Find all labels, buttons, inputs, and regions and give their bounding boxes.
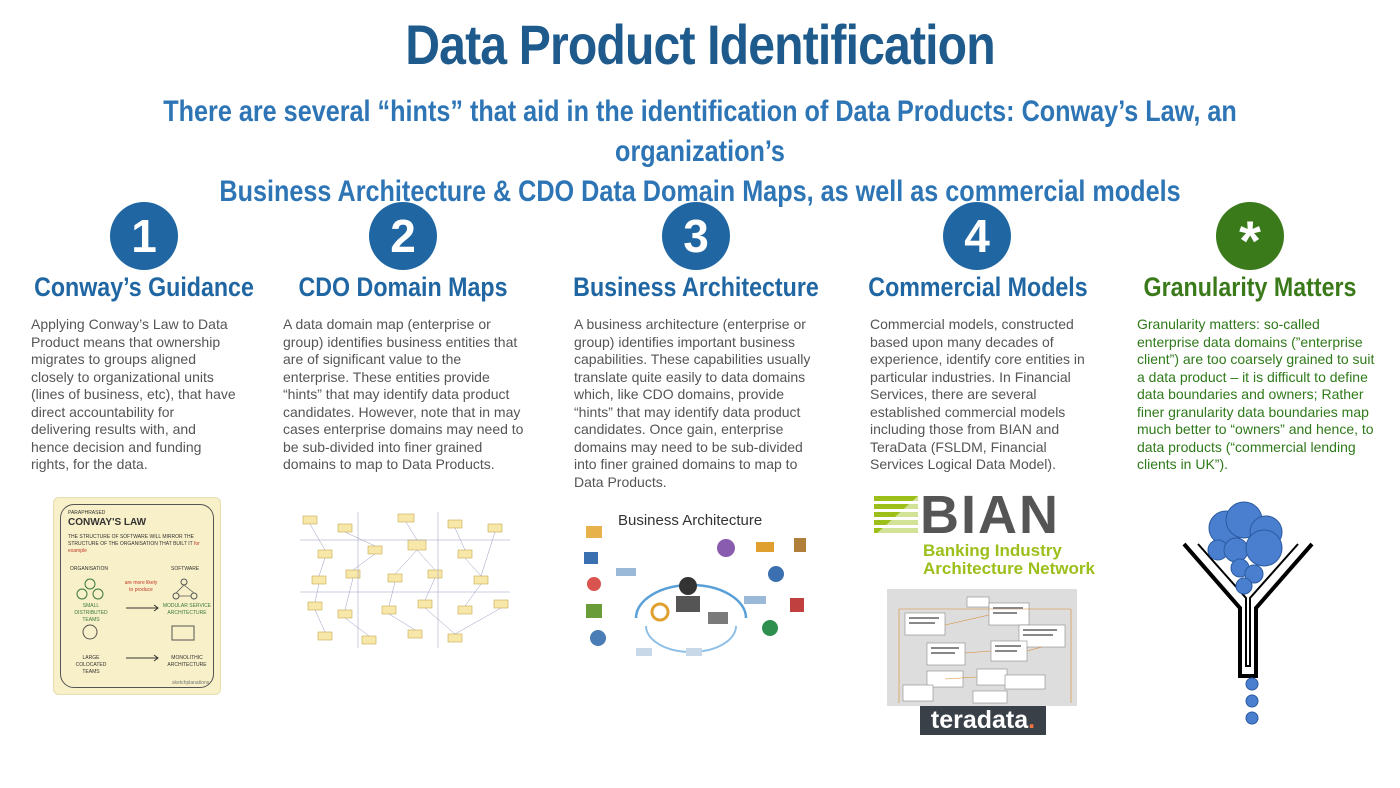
bian-mark-icon (874, 496, 918, 538)
sketch-monolithic: MONOLITHIC ARCHITECTURE (167, 655, 207, 668)
column-text-cdo: A data domain map (enterprise or group) … (283, 316, 524, 472)
column-title-bizarch: Business Architecture (573, 272, 819, 302)
column-title-granularity: Granularity Matters (1143, 272, 1357, 302)
subtitle-line-1: There are several “hints” that aid in th… (163, 95, 1237, 168)
asterisk-badge: * (1216, 202, 1284, 272)
column-text-conway: Applying Conway’s Law to Data Product me… (31, 316, 236, 472)
teradata-dot: . (1028, 706, 1036, 734)
business-architecture-image: Business Architecture (576, 508, 810, 664)
cdo-domain-map-image (300, 512, 510, 648)
bian-logo-text: BIAN (920, 485, 1060, 545)
sketch-description: THE STRUCTURE OF SOFTWARE WILL MIRROR TH… (68, 534, 210, 555)
column-text-granularity: Granularity matters: so-called enterpris… (1137, 316, 1375, 472)
granularity-funnel-image (1182, 501, 1314, 725)
bian-logo: BIAN Banking Industry Architecture Netwo… (870, 485, 1110, 580)
conway-law-sketch-image: PARAPHRASED CONWAY'S LAW THE STRUCTURE O… (53, 497, 221, 695)
sketch-modular: MODULAR SERVICE ARCHITECTURE (162, 603, 212, 616)
fsldm-diagram-image (887, 589, 1077, 706)
column-title-conway: Conway’s Guidance (34, 272, 254, 302)
number-badge-4: 4 (943, 202, 1011, 270)
sketch-small-teams: SMALL DISTRIBUTED TEAMS (74, 603, 108, 623)
sketch-desc-accent: for example (68, 541, 200, 554)
sketch-tag: PARAPHRASED (68, 510, 106, 516)
column-title-cdo: CDO Domain Maps (298, 272, 508, 302)
column-text-bizarch: A business architecture (enterprise or g… (574, 316, 811, 490)
sketch-drawing (76, 578, 198, 662)
bizarch-collage-drawing (584, 526, 806, 656)
sketch-org-label: ORGANISATION (70, 566, 108, 572)
bian-line-1: Banking Industry (923, 541, 1062, 560)
page-title: Data Product Identification (405, 13, 995, 76)
sketch-frame (60, 504, 214, 688)
column-title-commercial: Commercial Models (868, 272, 1088, 302)
fsldm-diagram-drawing (898, 596, 1072, 704)
sketch-software-label: SOFTWARE (171, 566, 200, 572)
bizarch-image-title: Business Architecture (618, 512, 763, 529)
sketch-likely-label: are more likely to produce (124, 580, 158, 593)
sketch-large-teams: LARGE COLOCATED TEAMS (75, 655, 107, 675)
column-text-commercial: Commercial models, constructed based upo… (870, 316, 1085, 472)
number-badge-1: 1 (110, 202, 178, 270)
teradata-name: teradata (930, 706, 1029, 734)
page-subtitle: There are several “hints” that aid in th… (112, 92, 1288, 212)
sketch-signature: sketchplanations (172, 680, 210, 686)
bian-line-2: Architecture Network (923, 559, 1095, 578)
number-badge-3: 3 (662, 202, 730, 270)
teradata-logo: teradata. (920, 706, 1046, 735)
sketch-title: CONWAY'S LAW (68, 517, 147, 528)
number-badge-2: 2 (369, 202, 437, 270)
sketch-desc-main: THE STRUCTURE OF SOFTWARE WILL MIRROR TH… (68, 534, 194, 547)
